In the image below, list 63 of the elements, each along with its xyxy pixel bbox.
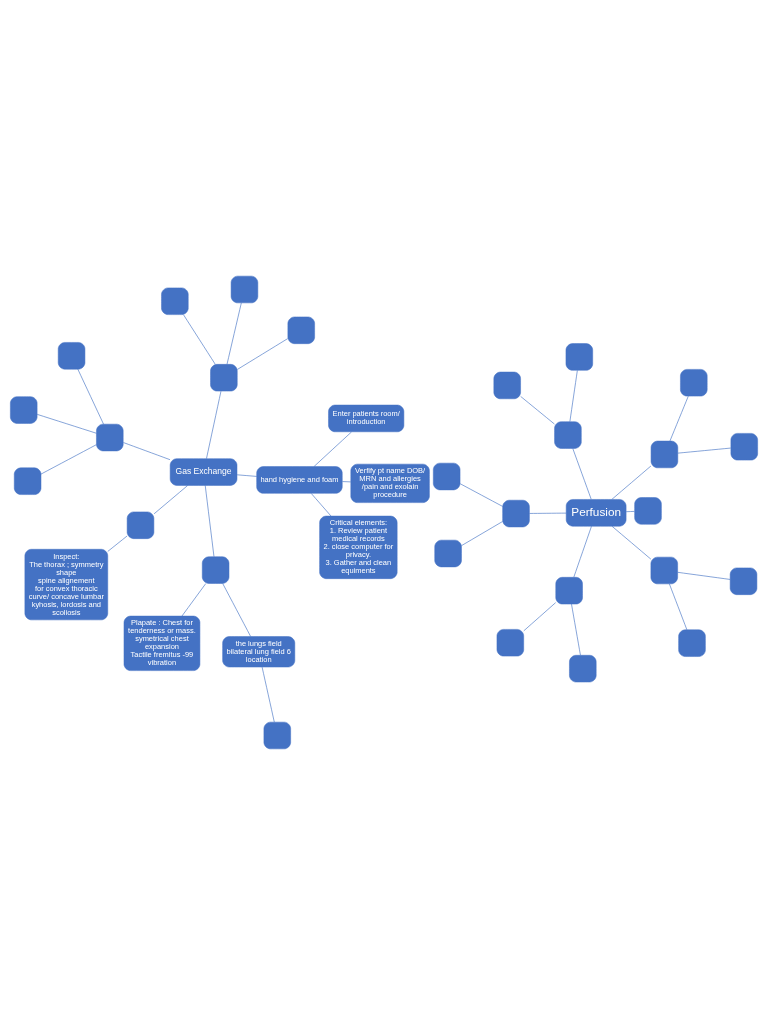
node-box xyxy=(502,499,530,527)
node-box xyxy=(569,654,597,682)
connector xyxy=(669,395,689,441)
connector xyxy=(40,443,97,474)
connector xyxy=(573,525,592,578)
connector xyxy=(342,480,352,482)
connector xyxy=(222,582,251,637)
node-box xyxy=(496,628,524,656)
node-box xyxy=(730,432,758,460)
node-box xyxy=(729,567,758,595)
connector xyxy=(153,484,188,514)
node-box xyxy=(650,440,679,468)
connector xyxy=(123,441,171,460)
node-box xyxy=(14,467,42,495)
node-box xyxy=(434,539,462,567)
connector xyxy=(236,474,257,477)
node-box xyxy=(230,275,259,303)
node-box xyxy=(565,342,593,371)
connector xyxy=(529,512,567,514)
node-box xyxy=(678,629,706,657)
connector xyxy=(226,302,242,365)
connector xyxy=(520,395,555,424)
node-box: Perfusion xyxy=(565,498,627,526)
node-box xyxy=(161,287,189,315)
connector xyxy=(523,601,556,631)
connector xyxy=(677,571,731,580)
connector xyxy=(237,337,288,370)
node-box xyxy=(554,420,582,449)
node-box xyxy=(680,368,708,396)
connector xyxy=(677,447,731,453)
node-box xyxy=(126,511,155,539)
connector xyxy=(181,582,207,616)
connector xyxy=(261,666,275,722)
connector xyxy=(611,465,652,500)
connector xyxy=(36,413,97,434)
node-box xyxy=(210,363,238,391)
connector xyxy=(611,525,652,559)
connector xyxy=(572,447,592,500)
connector xyxy=(569,369,578,422)
node-box xyxy=(433,462,461,490)
node-box xyxy=(263,721,291,749)
node-box xyxy=(96,423,124,451)
connector xyxy=(310,492,332,516)
connector xyxy=(107,535,128,552)
node-box xyxy=(555,576,583,604)
connector xyxy=(461,520,503,546)
node-box xyxy=(202,555,230,584)
connector xyxy=(204,484,215,557)
connector xyxy=(206,390,222,459)
connector xyxy=(669,583,688,630)
node-box xyxy=(650,556,678,584)
node-box xyxy=(57,341,86,369)
node-box: Gas Exchange xyxy=(169,457,238,486)
connector xyxy=(183,314,216,365)
node-box xyxy=(493,371,521,399)
connector xyxy=(313,431,352,467)
node-box xyxy=(287,316,315,344)
node-box xyxy=(634,496,662,525)
connector xyxy=(571,603,581,655)
connector xyxy=(459,482,503,507)
node-box xyxy=(10,395,38,424)
connector xyxy=(77,368,104,424)
connector xyxy=(625,510,635,512)
